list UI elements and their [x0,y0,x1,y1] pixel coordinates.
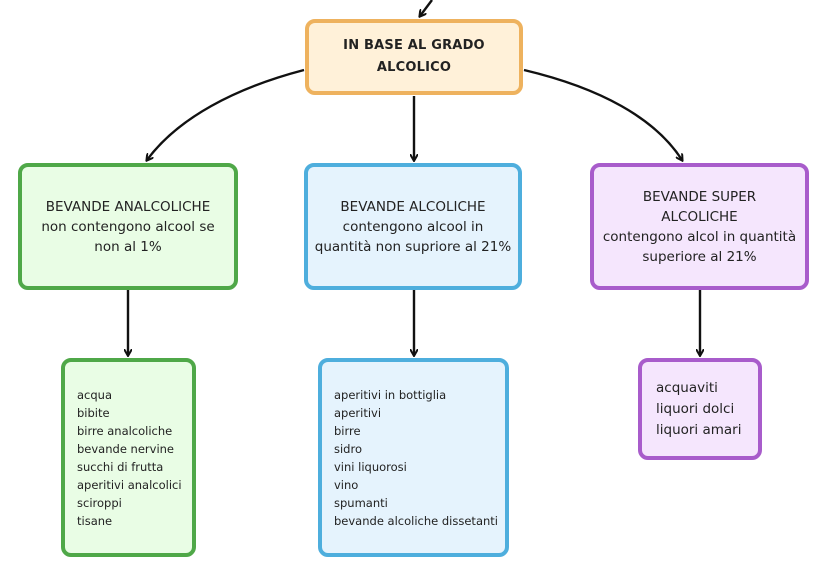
list-item: acqua [77,387,113,402]
list-item: birre [334,423,361,438]
category-description: contengono alcool in quantità non suprio… [314,218,512,255]
list-item: birre analcoliche [77,423,173,438]
category-analcoliche: BEVANDE ANALCOLICHE non contengono alcoo… [18,163,238,290]
list-item: liquori dolci [656,400,735,417]
category-title: BEVANDE ANALCOLICHE [45,198,211,215]
list-item: vini liquorosi [334,459,407,474]
connector-root-analcoliche [147,68,305,160]
list-item: aperitivi analcolici [77,477,182,492]
list-super-alcoliche: acquaviti liquori dolci liquori amari [638,358,762,460]
list-item: tisane [77,513,113,528]
list-item: sciroppi [77,495,122,510]
list-alcoliche: aperitivi in bottiglia aperitivi birre s… [318,358,509,557]
category-description: contengono alcol in quantità superiore a… [602,228,797,265]
list-item: bibite [77,405,110,420]
category-super-alcoliche: BEVANDE SUPER ALCOLICHE contengono alcol… [590,163,809,290]
category-description: non contengono alcool se non al 1% [41,218,215,255]
list-item: succhi di frutta [77,459,164,474]
list-item: bevande alcoliche dissetanti [334,513,498,528]
category-title: BEVANDE SUPER ALCOLICHE [642,188,757,225]
list-item: bevande nervine [77,441,175,456]
list-item: sidro [334,441,362,456]
list-item: spumanti [334,495,388,510]
incoming-connector [420,0,433,16]
connector-root-super-alcoliche [523,68,682,160]
list-item: liquori amari [656,421,742,438]
list-item: aperitivi in bottiglia [334,387,447,402]
category-title: BEVANDE ALCOLICHE [340,198,486,215]
root-node: IN BASE AL GRADO ALCOLICO [305,19,523,95]
list-item: vino [334,477,359,492]
list-item: aperitivi [334,405,382,420]
list-analcoliche: acqua bibite birre analcoliche bevande n… [61,358,196,557]
list-item: acquaviti [656,379,718,396]
root-title: IN BASE AL GRADO ALCOLICO [343,38,485,75]
category-alcoliche: BEVANDE ALCOLICHE contengono alcool in q… [304,163,522,290]
